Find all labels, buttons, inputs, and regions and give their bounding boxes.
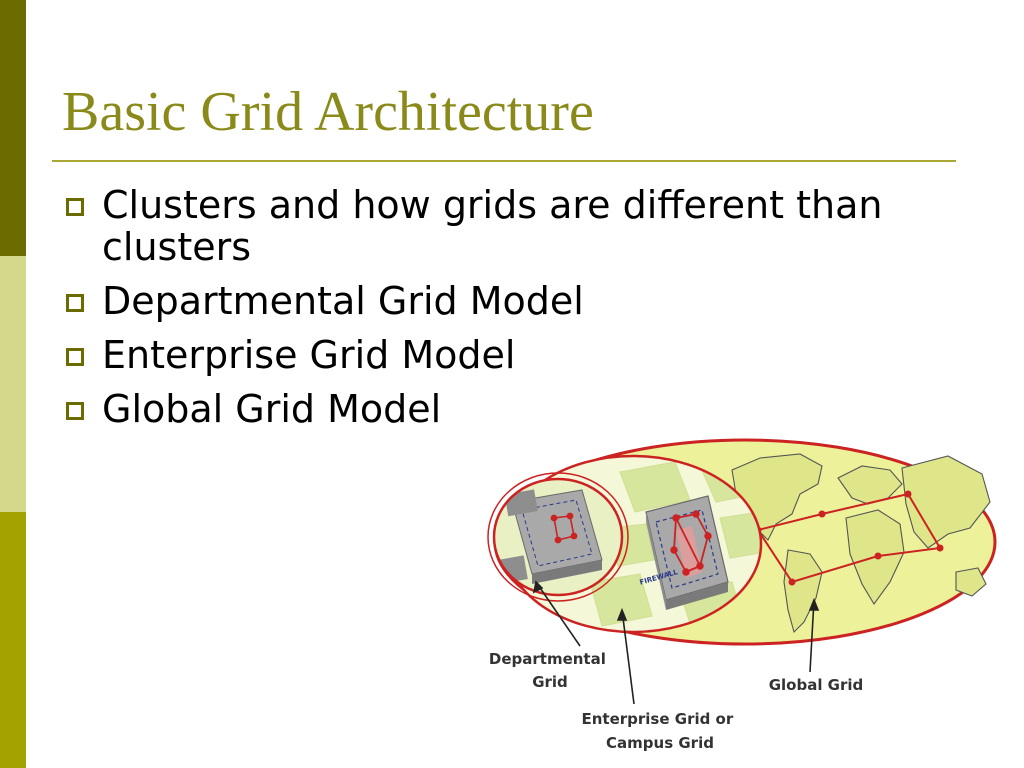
side-bar-bottom bbox=[0, 512, 26, 768]
title-underline bbox=[52, 160, 956, 162]
slide-title: Basic Grid Architecture bbox=[62, 81, 594, 143]
bullet-text: Global Grid Model bbox=[102, 387, 442, 431]
map-australia bbox=[955, 567, 987, 597]
bullet-item: Departmental Grid Model bbox=[62, 280, 942, 322]
bullet-item: Global Grid Model bbox=[62, 388, 942, 430]
departmental-grid bbox=[487, 472, 629, 602]
bullet-item: Clusters and how grids are different tha… bbox=[62, 184, 942, 268]
square-bullet-icon bbox=[66, 198, 84, 216]
bullet-text: Departmental Grid Model bbox=[102, 279, 584, 323]
map-europe bbox=[837, 465, 903, 505]
square-bullet-icon bbox=[66, 294, 84, 312]
map-south-america bbox=[783, 549, 823, 634]
label-arrows bbox=[532, 580, 820, 705]
grid-architecture-diagram: FIREWALL bbox=[487, 438, 997, 752]
square-bullet-icon bbox=[66, 402, 84, 420]
label-departmental-grid: Departmental Grid bbox=[489, 650, 611, 691]
square-bullet-icon bbox=[66, 348, 84, 366]
side-bar-top bbox=[0, 0, 26, 256]
label-enterprise-grid: Enterprise Grid or Campus Grid bbox=[581, 710, 738, 752]
map-asia bbox=[901, 455, 991, 549]
side-bar-middle bbox=[0, 256, 26, 512]
bullet-item: Enterprise Grid Model bbox=[62, 334, 942, 376]
bullet-list: Clusters and how grids are different tha… bbox=[62, 184, 942, 442]
bullet-text: Enterprise Grid Model bbox=[102, 333, 516, 377]
label-global-grid: Global Grid bbox=[769, 676, 864, 694]
campus-building: FIREWALL bbox=[639, 495, 729, 610]
bullet-text: Clusters and how grids are different tha… bbox=[102, 183, 883, 269]
